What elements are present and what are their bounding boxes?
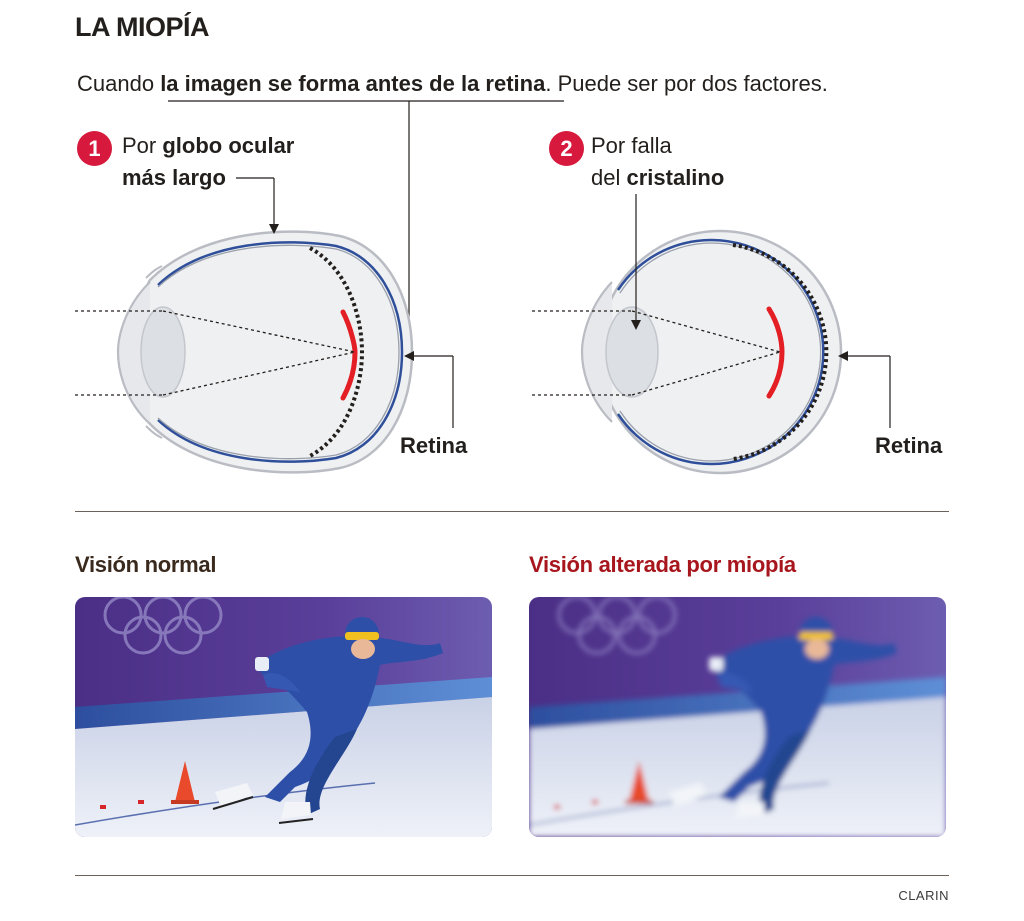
factor-1-bold-2: más largo bbox=[122, 165, 226, 190]
source-credit: CLARIN bbox=[898, 888, 949, 903]
altered-vision-photo bbox=[529, 597, 946, 837]
factor-1-number: 1 bbox=[77, 131, 112, 166]
intro-text: Cuando la imagen se forma antes de la re… bbox=[77, 71, 828, 97]
factor-1-line-1: Por globo ocular bbox=[122, 130, 294, 162]
normal-vision-photo bbox=[75, 597, 492, 837]
altered-vision-heading: Visión alterada por miopía bbox=[529, 552, 796, 577]
intro-prefix: Cuando bbox=[77, 71, 161, 96]
factor-2-line-1: Por falla bbox=[591, 133, 672, 158]
divider-bottom bbox=[75, 875, 949, 876]
factor-2-line-2: del cristalino bbox=[591, 162, 724, 194]
eye-lens-fault bbox=[532, 229, 843, 475]
elongated-leader bbox=[236, 177, 279, 234]
page-title: LA MIOPÍA bbox=[75, 12, 210, 42]
factor-1-caption: Por globo ocular más largo bbox=[122, 130, 294, 194]
retina-2-leader bbox=[838, 351, 891, 428]
retina-1-leader bbox=[404, 351, 454, 428]
factor-2-caption: Por falla del cristalino bbox=[591, 130, 724, 194]
factor-1-prefix: Por bbox=[122, 133, 163, 158]
lens-leader bbox=[631, 194, 641, 330]
myopia-diagram bbox=[75, 100, 891, 475]
factor-2-bold: cristalino bbox=[626, 165, 725, 190]
divider-top bbox=[75, 511, 949, 512]
intro-bold: la imagen se forma antes de la retina bbox=[160, 71, 546, 96]
intro-suffix: . Puede ser por dos factores. bbox=[545, 71, 828, 96]
factor-1-bold-1: globo ocular bbox=[162, 133, 295, 158]
normal-vision-heading: Visión normal bbox=[75, 552, 217, 577]
factor-2-number: 2 bbox=[549, 131, 584, 166]
factor-1-line-2: más largo bbox=[122, 162, 294, 194]
skater-figure bbox=[212, 617, 443, 824]
retina-label-2: Retina bbox=[875, 433, 943, 458]
retina-label-1: Retina bbox=[400, 433, 468, 458]
eye-elongated bbox=[75, 230, 414, 474]
factor-2-prefix: del bbox=[591, 165, 627, 190]
